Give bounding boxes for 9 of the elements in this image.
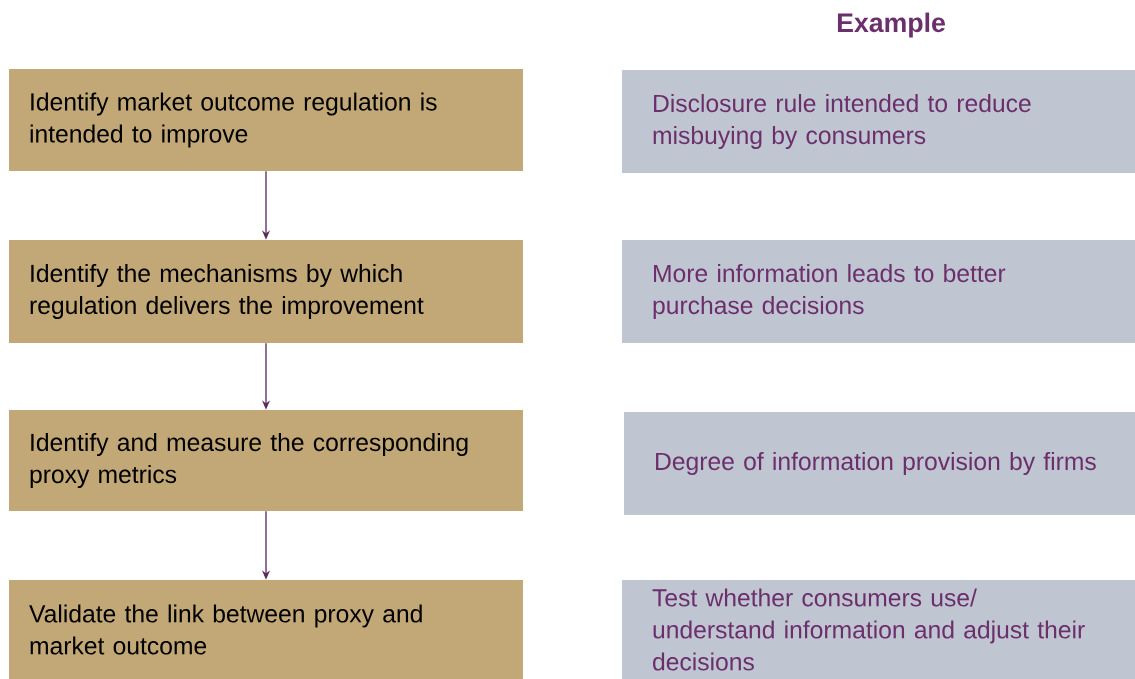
- step-box: Identify and measure the corresponding proxy metrics: [9, 410, 523, 511]
- example-box: More information leads to better purchase decisions: [622, 240, 1135, 343]
- heading: Example: [837, 12, 945, 38]
- step-box: Validate the link between proxy and market outcome: [9, 580, 523, 679]
- step-box: Identify market outcome regulation is intended to improve: [9, 69, 523, 171]
- example-box: Test whether consumers use/ understand information and adjust their decisions: [622, 580, 1135, 679]
- example-box: Disclosure rule intended to reduce misbuying by consumers: [622, 70, 1135, 173]
- step-box: Identify the mechanisms by which regulation delivers the improvement: [9, 240, 523, 343]
- example-box: Degree of information provision by firms: [624, 412, 1135, 515]
